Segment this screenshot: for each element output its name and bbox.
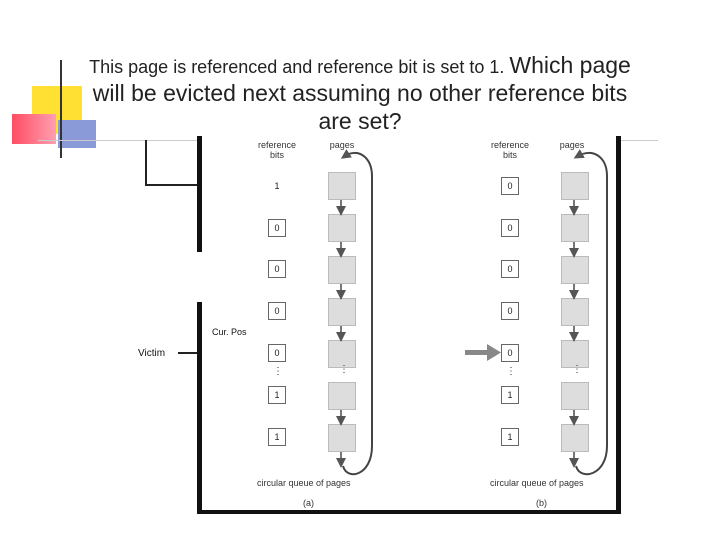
panel-b-bit-2: 0 bbox=[501, 260, 519, 278]
figure-border-right bbox=[616, 136, 621, 514]
panel-a-loop bbox=[340, 149, 373, 476]
panel-b-label: (b) bbox=[536, 498, 547, 508]
figure-border-bottom bbox=[197, 510, 621, 514]
panel-b-page-0 bbox=[561, 172, 589, 200]
panel-a-page-1 bbox=[328, 214, 356, 242]
panel-b-page-6 bbox=[561, 424, 589, 452]
panel-a-page-3 bbox=[328, 298, 356, 326]
panel-b-page-1 bbox=[561, 214, 589, 242]
victim-label: Victim bbox=[138, 348, 166, 359]
panel-a-label: (a) bbox=[303, 498, 314, 508]
panel-a-page-0 bbox=[328, 172, 356, 200]
header-ref-line-2-b: bits bbox=[502, 150, 517, 160]
panel-b-bit-ellipsis: ⋮ bbox=[506, 366, 516, 377]
panel-a-page-5 bbox=[328, 382, 356, 410]
panel-a-bit-5: 1 bbox=[268, 386, 286, 404]
panel-a-page-4 bbox=[328, 340, 356, 368]
panel-b-loop bbox=[573, 149, 608, 476]
header-ref-line-1-b: reference bbox=[490, 140, 530, 150]
panel-a-page-ellipsis: ⋮ bbox=[339, 364, 349, 375]
slide-title-line-1: This page is referenced and reference bi… bbox=[0, 52, 720, 79]
deco-blue-square bbox=[58, 120, 96, 148]
panel-a-header-pages: pages bbox=[329, 140, 355, 150]
panel-b-bit-3: 0 bbox=[501, 302, 519, 320]
panel-b-bit-6: 1 bbox=[501, 428, 519, 446]
panel-a-bit-1: 0 bbox=[268, 219, 286, 237]
header-ref-line-1: reference bbox=[257, 140, 297, 150]
panel-b-bit-1: 0 bbox=[501, 219, 519, 237]
panel-a-bit-2: 0 bbox=[268, 260, 286, 278]
figure-border-left bbox=[197, 136, 202, 252]
panel-b-pointer-head bbox=[487, 344, 501, 361]
panel-b-pointer-shaft bbox=[465, 350, 489, 355]
header-ref-line-2: bits bbox=[269, 150, 284, 160]
slide-title-line-3: are set? bbox=[318, 108, 402, 134]
panel-b-page-3 bbox=[561, 298, 589, 326]
panel-b-page-5 bbox=[561, 382, 589, 410]
panel-a-bit-0: 1 bbox=[268, 177, 286, 195]
panel-b-bit-0: 0 bbox=[501, 177, 519, 195]
deco-vertical-line bbox=[60, 60, 62, 158]
panel-b-bit-5: 1 bbox=[501, 386, 519, 404]
panel-b-page-4 bbox=[561, 340, 589, 368]
panel-a-bit-ellipsis: ⋮ bbox=[273, 366, 283, 377]
panel-b-header-reference-bits: reference bits bbox=[485, 140, 535, 160]
panel-b-caption: circular queue of pages bbox=[490, 478, 584, 488]
panel-a-caption: circular queue of pages bbox=[257, 478, 351, 488]
title-large-part: Which page bbox=[509, 52, 631, 78]
cur-pos-label: Cur. Pos bbox=[212, 327, 247, 337]
panel-a-page-2 bbox=[328, 256, 356, 284]
title-small-part: This page is referenced and reference bi… bbox=[89, 57, 505, 77]
pointer-line-vertical-left bbox=[145, 140, 147, 186]
panel-a-bit-3: 0 bbox=[268, 302, 286, 320]
panel-b-bit-4: 0 bbox=[501, 344, 519, 362]
panel-a-bit-4: 0 bbox=[268, 344, 286, 362]
queue-arrows bbox=[336, 149, 608, 476]
clock-algorithm-figure: reference bits pages reference bits page… bbox=[197, 136, 621, 514]
figure-border-left-lower bbox=[197, 302, 202, 514]
deco-red-square bbox=[12, 114, 56, 144]
panel-a-bit-6: 1 bbox=[268, 428, 286, 446]
slide-title-line-2: will be evicted next assuming no other r… bbox=[92, 80, 628, 106]
panel-b-header-pages: pages bbox=[559, 140, 585, 150]
panel-a-header-reference-bits: reference bits bbox=[252, 140, 302, 160]
panel-b-page-ellipsis: ⋮ bbox=[572, 364, 582, 375]
